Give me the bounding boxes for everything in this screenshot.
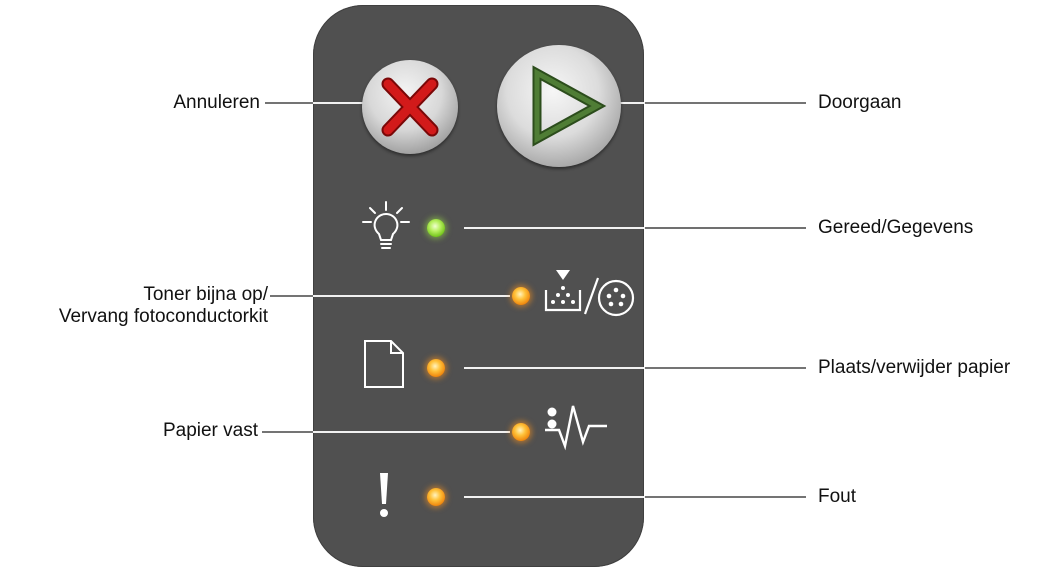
error-led [427,488,445,506]
label-ready-data: Gereed/Gegevens [818,217,974,238]
label-toner-line1: Toner bijna op/ [143,284,268,305]
load-paper-led [427,359,445,377]
label-error: Fout [818,486,857,507]
label-continue: Doorgaan [818,92,902,113]
label-toner-line2: Vervang fotoconductorkit [58,306,268,327]
paper-jam-led [512,423,530,441]
lightbulb-icon [362,201,410,249]
x-cancel-icon [381,77,439,137]
label-load-paper: Plaats/verwijder papier [818,357,1011,378]
label-paper-jam: Papier vast [162,420,258,441]
exclamation-icon [380,473,388,517]
ready-data-led [427,219,445,237]
cancel-button[interactable] [362,60,458,154]
paper-sheet-icon [364,340,404,388]
toner-cartridge-icon [544,270,635,317]
label-cancel: Annuleren [173,92,260,113]
toner-led [512,287,530,305]
photoconductor-drum-icon [597,279,635,317]
play-triangle-icon [532,65,607,147]
continue-button[interactable] [497,45,621,167]
paper-jam-icon [545,405,607,451]
